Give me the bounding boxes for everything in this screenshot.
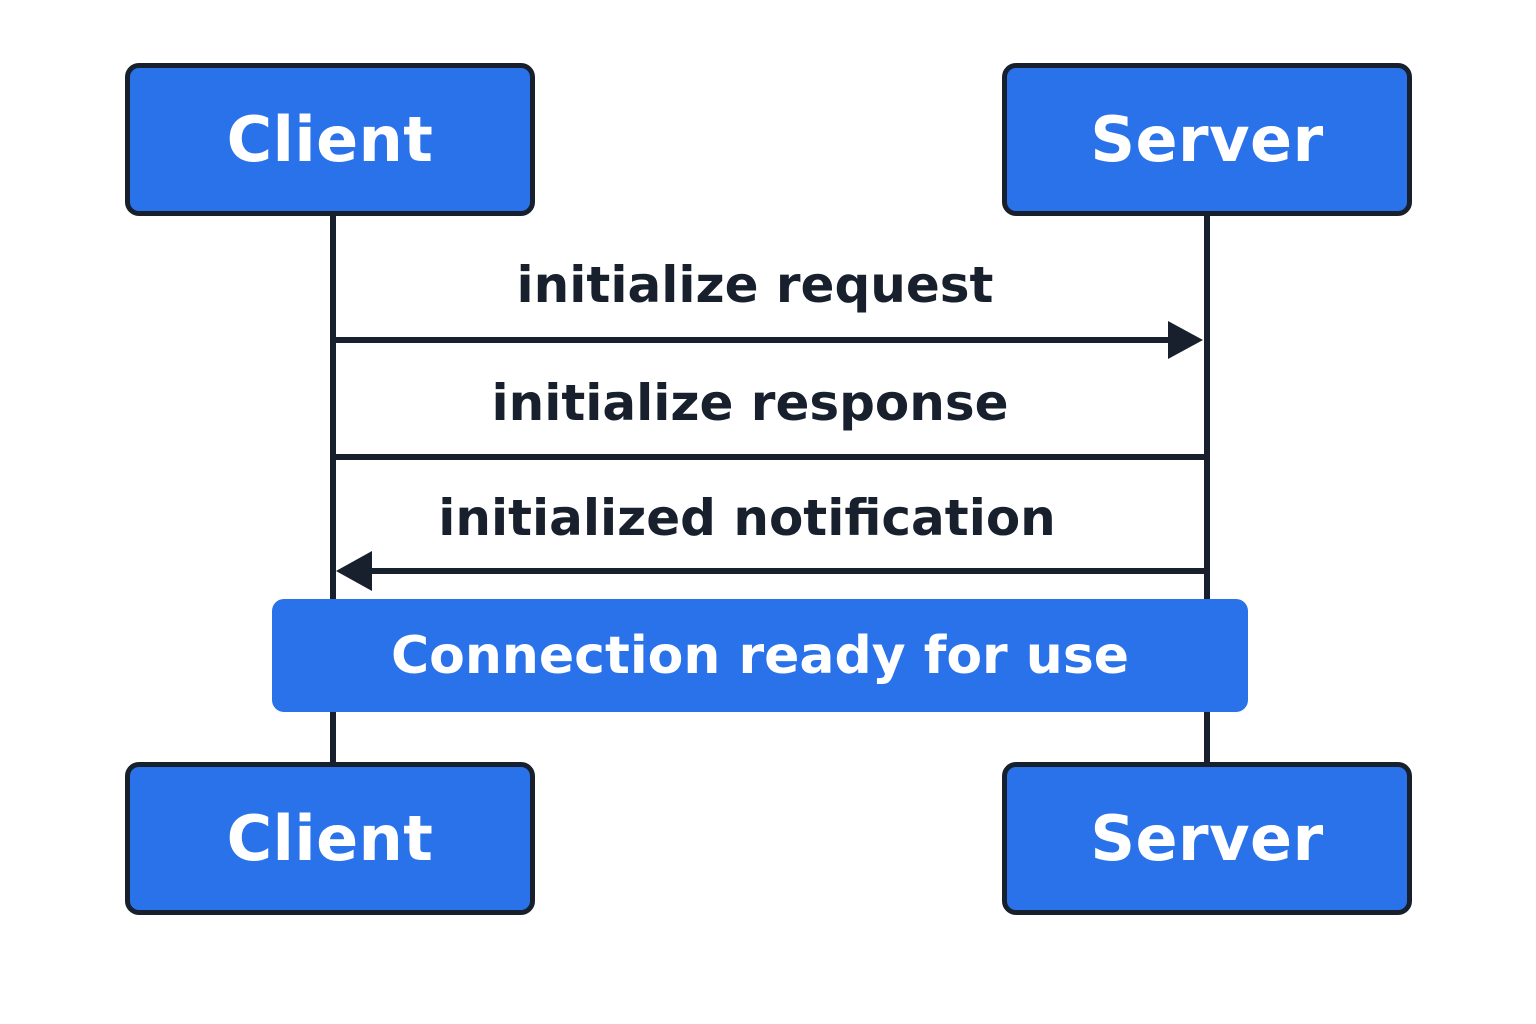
client-lifeline (330, 214, 336, 766)
server-actor-bottom: Server (1002, 762, 1412, 915)
message-label-initialize-response: initialize response (491, 374, 1009, 432)
message-label-initialize-request: initialize request (516, 256, 994, 314)
client-actor-bottom: Client (125, 762, 535, 915)
server-actor-top: Server (1002, 63, 1412, 216)
server-lifeline (1204, 214, 1210, 766)
message-label-initialized-notification: initialized notification (438, 489, 1056, 547)
right-arrowhead-icon (1168, 321, 1203, 359)
client-actor-top: Client (125, 63, 535, 216)
connection-ready-bar: Connection ready for use (272, 599, 1248, 712)
left-arrowhead-icon (336, 551, 372, 591)
